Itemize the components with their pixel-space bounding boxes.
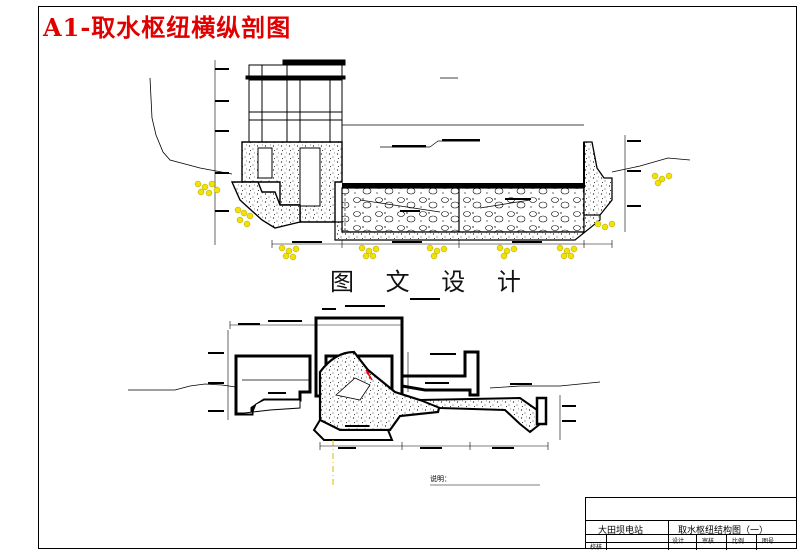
gravel-symbols	[194, 172, 673, 261]
left-terrain-line	[149, 77, 233, 175]
right-channel-wall	[400, 350, 480, 397]
gate-house-frame	[245, 59, 346, 146]
note-label: 说明：	[430, 475, 451, 483]
tb-label-number: 图号	[762, 538, 775, 545]
drawing-sheet-frame	[38, 6, 797, 549]
inlet-wing-wall	[230, 181, 301, 229]
longitudinal-section	[149, 59, 691, 261]
drawing-title: 取水枢纽结构图（一）	[678, 526, 769, 536]
gate-slot-1	[257, 147, 273, 179]
tb-label-scale: 比例	[732, 538, 745, 545]
channel-body	[334, 183, 601, 241]
gate-slot-2	[299, 147, 321, 207]
tb-label-check: 校核	[590, 544, 603, 551]
downstream-sill	[535, 396, 548, 426]
right-terrain-line	[611, 157, 691, 173]
longitudinal-dimension-line	[214, 60, 626, 248]
project-name: 大田坝电站	[598, 526, 644, 536]
sheet-title: A1-取水枢纽横纵剖图	[43, 13, 292, 42]
watermark-text: 图 文 设 计	[330, 268, 533, 296]
cross-terrain-line	[128, 383, 237, 391]
red-leader-line	[365, 369, 373, 381]
downstream-wall	[583, 141, 613, 216]
title-block: 大田坝电站 取水枢纽结构图（一） 设计 审核 比例 图号 校核	[585, 497, 797, 551]
spillway-concrete	[318, 350, 442, 432]
tb-label-review: 审核	[702, 538, 715, 545]
cross-section	[128, 298, 601, 488]
tb-label-design: 设计	[672, 538, 685, 545]
